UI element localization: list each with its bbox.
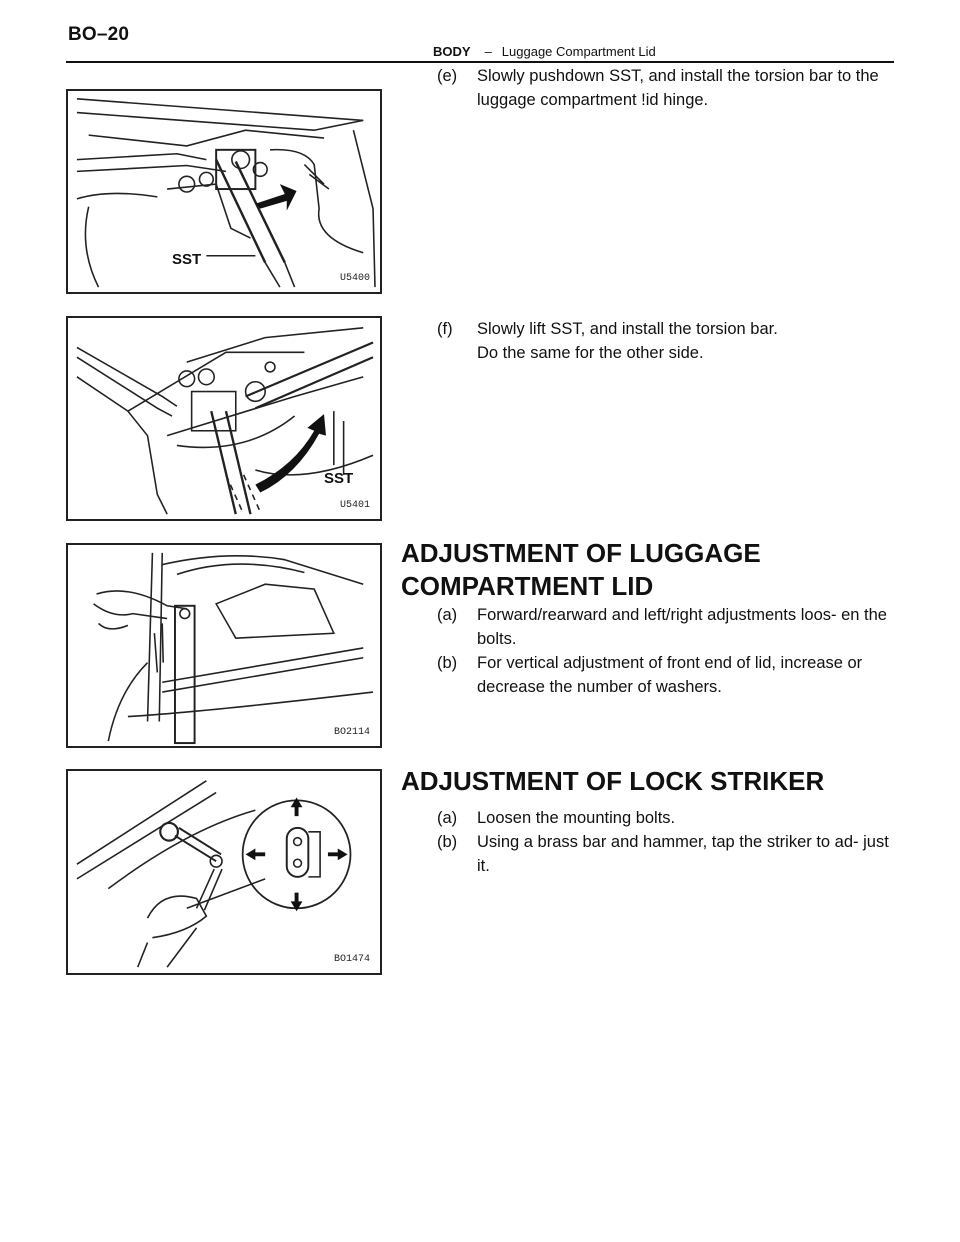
figure-code: BO2114 xyxy=(333,727,370,738)
step-text: For vertical adjustment of front end of … xyxy=(477,654,863,696)
step-mark: (a) xyxy=(437,606,458,624)
step-text: Forward/rearward and left/right adjustme… xyxy=(477,606,887,648)
step-text: Using a brass bar and hammer, tap the st… xyxy=(477,833,889,875)
header-subsection: Luggage Compartment Lid xyxy=(501,44,656,59)
lid-adjustment-illustration xyxy=(93,552,374,745)
heading-adjust-lid: ADJUSTMENT OF LUGGAGE COMPARTMENT LID xyxy=(401,537,901,603)
sst-lift-illustration xyxy=(76,327,374,515)
figure-lock-striker: BO1474 xyxy=(66,769,382,975)
step-mark: (b) xyxy=(437,654,458,672)
figure-lid-adjustment: BO2114 xyxy=(66,543,382,748)
striker-step-b: (b) Using a brass bar and hammer, tap th… xyxy=(437,830,897,878)
step-f: (f) Slowly lift SST, and install the tor… xyxy=(437,317,897,365)
step-mark: (b) xyxy=(437,833,458,851)
step-text: Slowly pushdown SST, and install the tor… xyxy=(477,67,879,109)
heading-line-1: ADJUSTMENT OF LUGGAGE xyxy=(401,538,761,568)
figure-sst-pushdown: SST U5400 xyxy=(66,89,382,294)
step-mark: (e) xyxy=(437,67,458,85)
figure-code: U5400 xyxy=(339,273,370,284)
header-rule xyxy=(66,61,894,63)
lock-striker-illustration xyxy=(76,780,352,968)
step-mark: (a) xyxy=(437,809,458,827)
figure-code: BO1474 xyxy=(333,954,370,965)
header-separator: – xyxy=(484,44,492,59)
sst-label: SST xyxy=(324,470,354,487)
step-text-continued: Do the same for the other side. xyxy=(477,344,704,362)
heading-adjust-striker: ADJUSTMENT OF LOCK STRIKER xyxy=(401,766,825,796)
page-id: BO–20 xyxy=(68,24,130,45)
figure-sst-lift: SST U5401 xyxy=(66,316,382,521)
step-text: Slowly lift SST, and install the torsion… xyxy=(477,320,778,338)
header-section-title: BODY–Luggage Compartment Lid xyxy=(433,44,656,59)
figure-code: U5401 xyxy=(339,500,370,511)
heading-line-2: COMPARTMENT LID xyxy=(401,571,654,601)
header-section: BODY xyxy=(433,44,471,59)
step-mark: (f) xyxy=(437,320,453,338)
step-e: (e) Slowly pushdown SST, and install the… xyxy=(437,64,897,112)
step-text: Loosen the mounting bolts. xyxy=(477,809,676,827)
sst-pushdown-illustration xyxy=(76,98,376,288)
sst-label: SST xyxy=(172,251,202,268)
lid-step-b: (b) For vertical adjustment of front end… xyxy=(437,651,897,699)
lid-step-a: (a) Forward/rearward and left/right adju… xyxy=(437,603,897,651)
striker-step-a: (a) Loosen the mounting bolts. xyxy=(437,806,897,830)
